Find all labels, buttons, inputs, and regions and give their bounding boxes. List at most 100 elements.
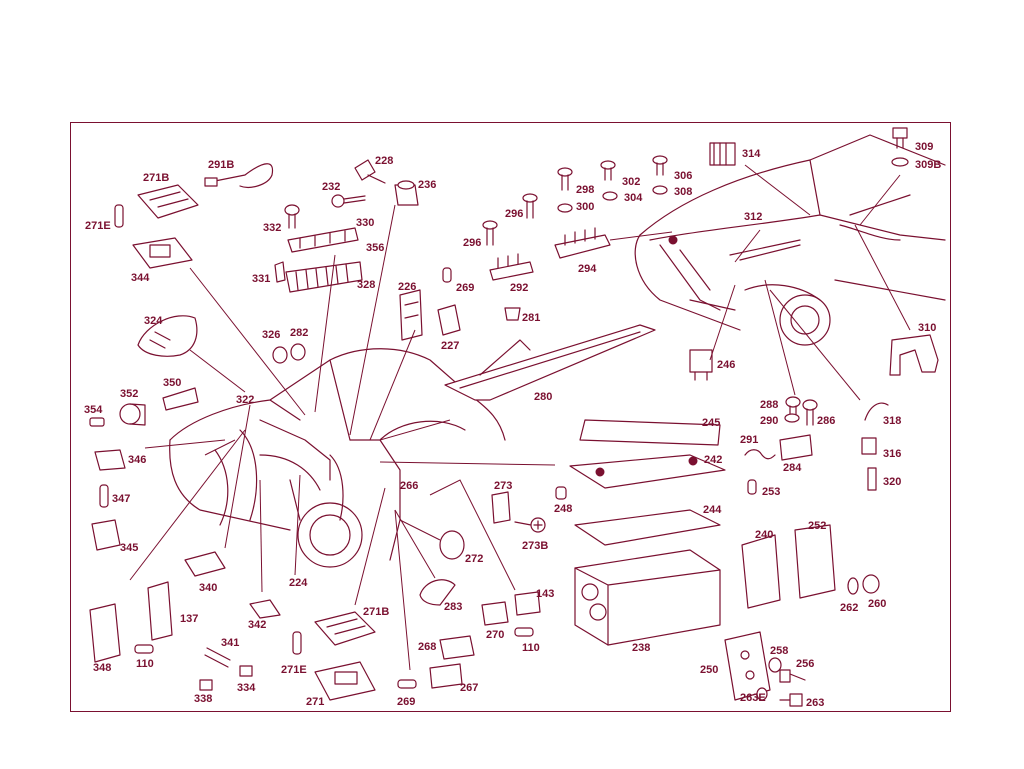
label-291: 291 bbox=[740, 434, 758, 446]
label-294: 294 bbox=[578, 263, 597, 275]
label-320: 320 bbox=[883, 476, 901, 488]
part-334-terminal bbox=[239, 665, 253, 677]
part-350-connector bbox=[162, 387, 199, 411]
part-300-washer bbox=[557, 203, 573, 213]
label-263: 263 bbox=[806, 697, 824, 709]
part-291B-cable-tie bbox=[204, 163, 274, 188]
label-228: 228 bbox=[375, 155, 393, 167]
label-291B: 291B bbox=[208, 159, 234, 171]
label-240: 240 bbox=[755, 529, 773, 541]
label-300: 300 bbox=[576, 201, 594, 213]
part-238-housing bbox=[574, 549, 721, 646]
part-345-connector bbox=[91, 519, 121, 551]
label-253: 253 bbox=[762, 486, 780, 498]
label-331: 331 bbox=[252, 273, 270, 285]
part-226-relay-socket bbox=[399, 289, 423, 341]
part-273B-screw bbox=[514, 517, 546, 533]
part-332-screw bbox=[284, 204, 300, 229]
part-330-relay-strip bbox=[287, 227, 359, 253]
label-269-b: 269 bbox=[397, 696, 415, 708]
label-306: 306 bbox=[674, 170, 692, 182]
label-338: 338 bbox=[194, 693, 212, 705]
part-267-holder bbox=[429, 663, 463, 689]
label-352: 352 bbox=[120, 388, 138, 400]
label-272: 272 bbox=[465, 553, 483, 565]
part-271E-pin-a bbox=[114, 204, 124, 228]
label-245: 245 bbox=[702, 417, 720, 429]
label-296-a: 296 bbox=[505, 208, 523, 220]
part-271B-connector-b bbox=[314, 611, 376, 646]
rear-car-outline bbox=[169, 348, 506, 568]
part-306-screw bbox=[652, 155, 668, 176]
part-263E-washer bbox=[756, 687, 768, 701]
label-232: 232 bbox=[322, 181, 340, 193]
part-304-washer bbox=[602, 191, 618, 201]
part-260-nut bbox=[862, 574, 880, 594]
label-242: 242 bbox=[704, 454, 722, 466]
label-284: 284 bbox=[783, 462, 802, 474]
label-281: 281 bbox=[522, 312, 540, 324]
label-322: 322 bbox=[236, 394, 254, 406]
label-271E-a: 271E bbox=[85, 220, 111, 232]
part-340-plate bbox=[184, 551, 226, 577]
part-326-grommet bbox=[272, 346, 288, 364]
label-273: 273 bbox=[494, 480, 512, 492]
part-281-plug bbox=[504, 307, 521, 321]
label-283: 283 bbox=[444, 601, 462, 613]
label-263E: 263E bbox=[740, 692, 766, 704]
label-292: 292 bbox=[510, 282, 528, 294]
part-341-terminals bbox=[204, 647, 231, 668]
label-334: 334 bbox=[237, 682, 256, 694]
part-137-bracket bbox=[147, 581, 173, 641]
label-350: 350 bbox=[163, 377, 181, 389]
label-250: 250 bbox=[700, 664, 718, 676]
label-296-b: 296 bbox=[463, 237, 481, 249]
label-267: 267 bbox=[460, 682, 478, 694]
part-296-screw-a bbox=[522, 193, 538, 219]
label-310: 310 bbox=[918, 322, 936, 334]
part-344-connector bbox=[132, 237, 193, 269]
part-298-screw bbox=[557, 167, 573, 191]
part-246-relay bbox=[689, 349, 713, 381]
part-314-connector bbox=[709, 142, 736, 166]
part-269-bulb-b bbox=[397, 679, 417, 689]
part-352-spool bbox=[119, 403, 146, 426]
label-304: 304 bbox=[624, 192, 643, 204]
label-238: 238 bbox=[632, 642, 650, 654]
label-316: 316 bbox=[883, 448, 901, 460]
label-282: 282 bbox=[290, 327, 308, 339]
part-324-rubber-boot bbox=[137, 315, 198, 357]
label-308: 308 bbox=[674, 186, 692, 198]
label-224: 224 bbox=[289, 577, 308, 589]
part-309B-washer bbox=[891, 157, 909, 167]
part-318-hook bbox=[864, 402, 889, 421]
label-110-b: 110 bbox=[522, 642, 540, 654]
label-258: 258 bbox=[770, 645, 788, 657]
label-262: 262 bbox=[840, 602, 858, 614]
label-110-a: 110 bbox=[136, 658, 154, 670]
label-356: 356 bbox=[366, 242, 384, 254]
label-260: 260 bbox=[868, 598, 886, 610]
label-328: 328 bbox=[357, 279, 375, 291]
label-252: 252 bbox=[808, 520, 826, 532]
part-316-connector bbox=[861, 437, 877, 455]
label-332: 332 bbox=[263, 222, 281, 234]
label-345: 345 bbox=[120, 542, 138, 554]
part-271E-pin-b bbox=[292, 631, 302, 655]
label-354: 354 bbox=[84, 404, 103, 416]
part-283-boot bbox=[419, 579, 456, 606]
part-248-bulb bbox=[555, 486, 567, 500]
part-296-screw-b bbox=[482, 220, 498, 246]
part-236-switch bbox=[394, 180, 419, 206]
label-236: 236 bbox=[418, 179, 436, 191]
part-294-clip-strip bbox=[554, 227, 611, 259]
label-266: 266 bbox=[400, 480, 418, 492]
label-271B-a: 271B bbox=[143, 172, 169, 184]
label-280: 280 bbox=[534, 391, 552, 403]
part-227-holder bbox=[437, 304, 461, 336]
part-331-clip bbox=[274, 261, 286, 283]
part-244-seal bbox=[574, 509, 721, 546]
label-246: 246 bbox=[717, 359, 735, 371]
part-354-plug bbox=[89, 417, 105, 427]
